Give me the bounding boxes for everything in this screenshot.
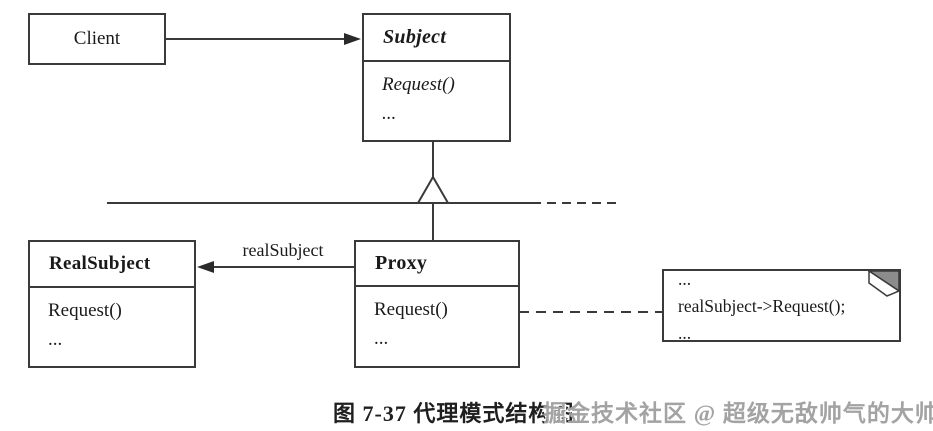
proxy-to-realsubject-arrowhead-icon bbox=[197, 261, 214, 273]
note-shape bbox=[662, 269, 901, 342]
class-name-subject: Subject bbox=[364, 15, 509, 62]
method-item: ... bbox=[48, 329, 63, 350]
class-box-subject: Subject Request() ... bbox=[362, 13, 511, 142]
client-to-subject-arrowhead-icon bbox=[344, 33, 361, 45]
class-methods-subject: Request() ... bbox=[364, 62, 509, 128]
method-item: Request() bbox=[382, 74, 455, 95]
method-item: ... bbox=[382, 103, 397, 124]
watermark-text: 掘金技术社区 @ 超级无敌帅气的大帅哥 bbox=[543, 401, 933, 426]
note-text: ... realSubject->Request(); ... bbox=[678, 266, 893, 347]
class-methods-proxy: Request() ... bbox=[356, 287, 518, 353]
note-line: ... bbox=[678, 323, 692, 343]
class-box-realsubject: RealSubject Request() ... bbox=[28, 240, 196, 368]
class-name-realsubject: RealSubject bbox=[30, 242, 194, 288]
class-name-proxy: Proxy bbox=[356, 242, 518, 287]
edge-label-realsubject: realSubject bbox=[242, 240, 324, 260]
class-box-proxy: Proxy Request() ... bbox=[354, 240, 520, 368]
note-line: realSubject->Request(); bbox=[678, 296, 846, 316]
class-methods-realsubject: Request() ... bbox=[30, 288, 194, 354]
method-item: Request() bbox=[48, 300, 122, 321]
figure-caption: 图 7-37 代理模式结构图 bbox=[333, 401, 575, 426]
class-name-client: Client bbox=[73, 28, 121, 49]
method-item: Request() bbox=[374, 299, 448, 320]
note-line: ... bbox=[678, 269, 692, 289]
note-fold-flap-icon bbox=[868, 269, 901, 297]
method-item: ... bbox=[374, 328, 389, 349]
class-box-client: Client bbox=[28, 13, 166, 65]
inheritance-triangle-icon bbox=[416, 174, 450, 204]
